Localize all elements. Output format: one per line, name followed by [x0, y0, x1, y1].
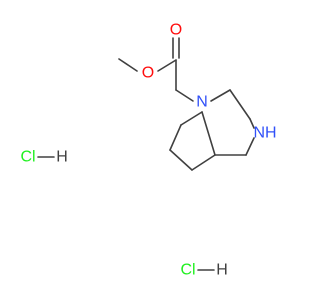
n1-c-top-bond	[210, 89, 231, 102]
structure-drawing: O O N NH Cl H Cl H	[20, 22, 276, 279]
ring-bond-bottom-2	[191, 154, 216, 171]
ring-bond-left-1	[180, 111, 203, 126]
c-top-bridgehead-bond	[229, 89, 251, 120]
ring-nitrogen-label: N	[196, 94, 208, 111]
hcl-2-hydrogen-label: H	[216, 262, 228, 279]
o-carbonyl-c-bond	[157, 59, 177, 72]
hcl-1-chlorine-label: Cl	[20, 149, 35, 166]
hcl-1-hydrogen-label: H	[56, 149, 68, 166]
bridgehead-nh-bond	[249, 118, 255, 129]
ch2-n-bond	[175, 89, 194, 102]
ester-oxygen-label: O	[142, 65, 154, 82]
nh-ch2-bond	[245, 137, 255, 156]
molecule-canvas: O O N NH Cl H Cl H	[20, 21, 277, 279]
ring-bond-bottom-1	[169, 149, 193, 171]
hcl-2-chlorine-label: Cl	[180, 262, 195, 279]
ring-nh-label: NH	[253, 125, 276, 142]
ring-bond-left-2	[169, 124, 182, 151]
carbonyl-oxygen-label: O	[170, 22, 182, 39]
methyl-o-bond	[118, 58, 138, 72]
n1-c-bridgehead-bond	[201, 111, 216, 156]
